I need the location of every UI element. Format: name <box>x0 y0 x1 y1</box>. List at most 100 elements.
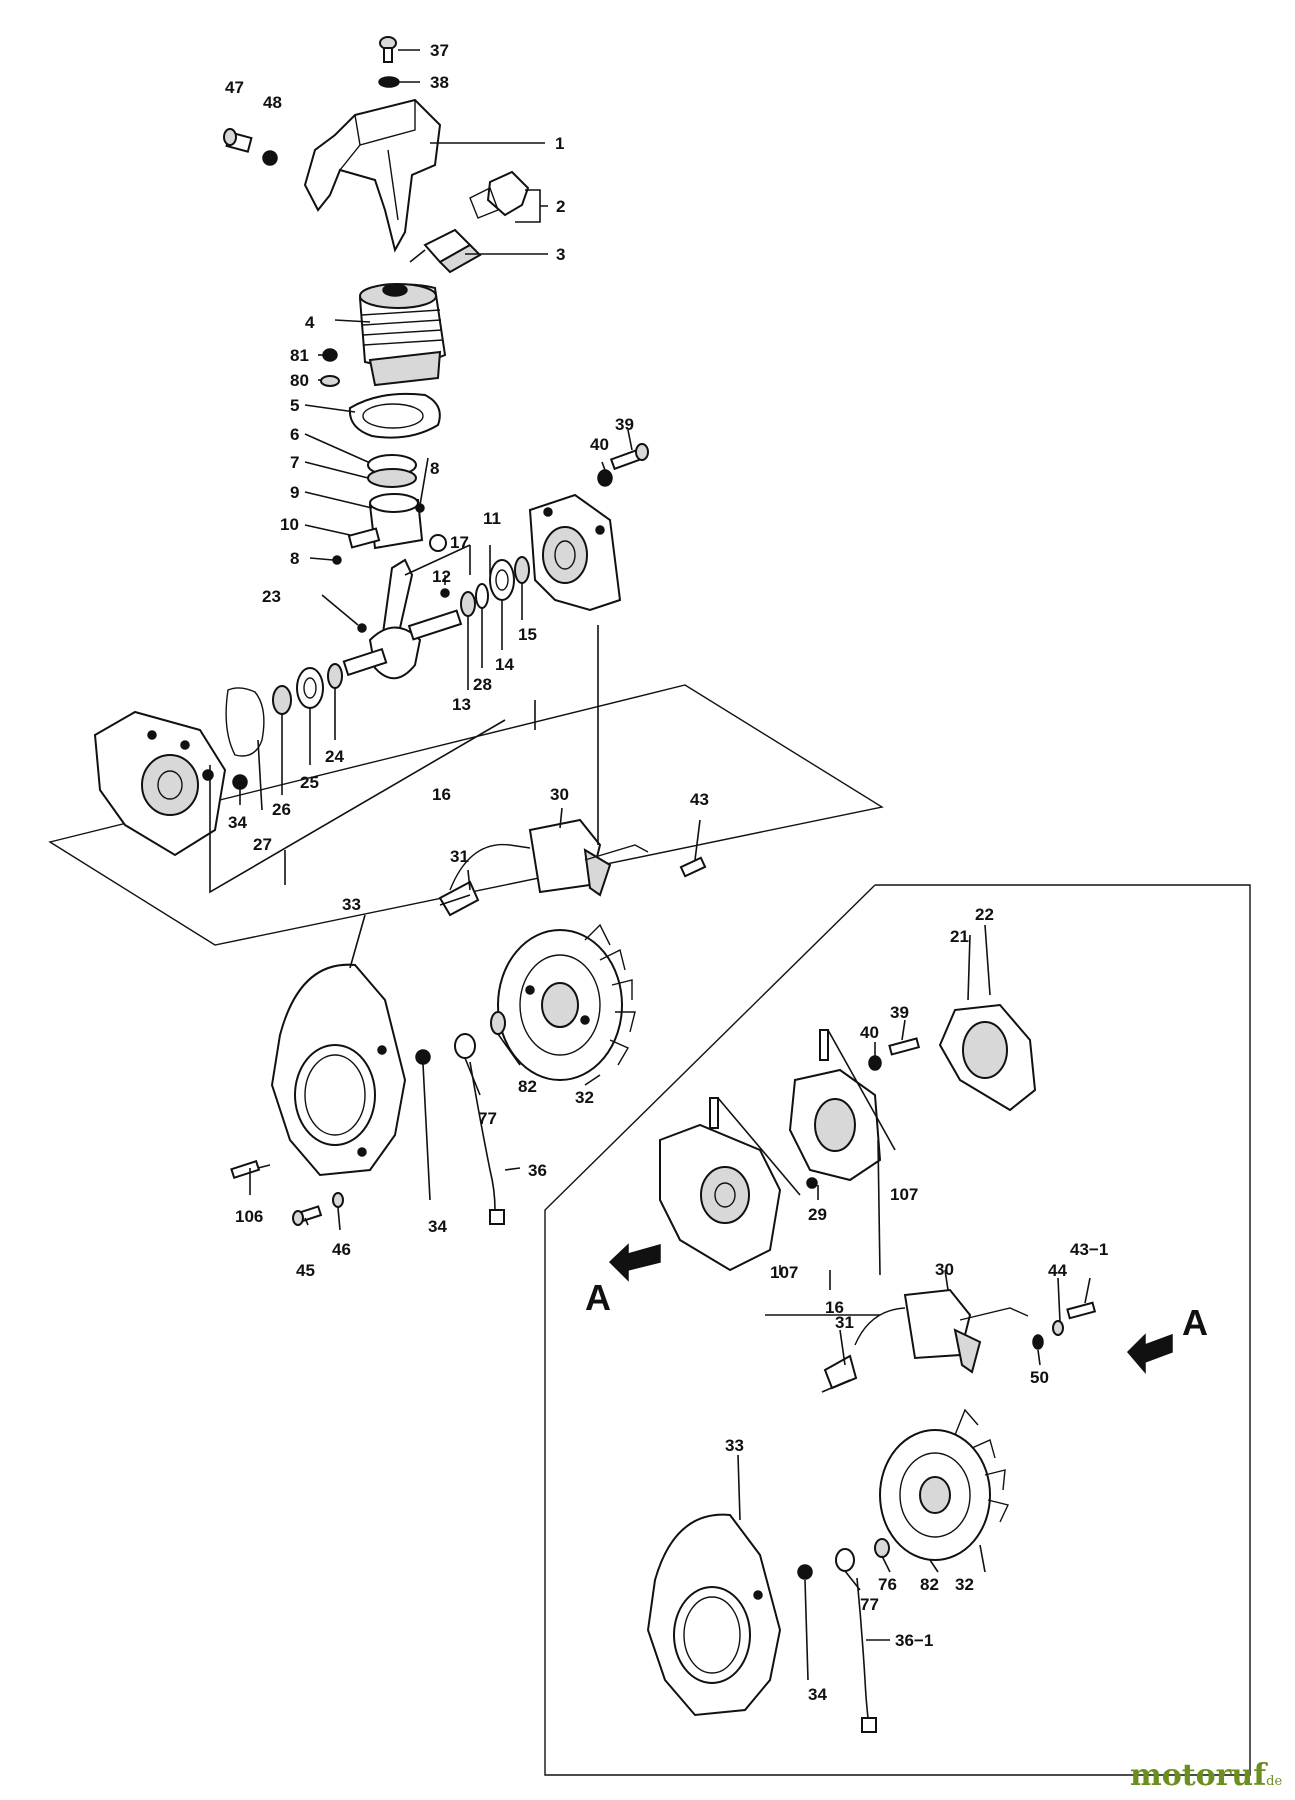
gasket-5 <box>348 392 441 439</box>
label-22: 22 <box>975 905 994 924</box>
label-32-upper: 32 <box>575 1088 594 1107</box>
flywheel-32-variant <box>879 1408 1009 1561</box>
leader-lines <box>209 49 1091 1681</box>
label-76: 76 <box>878 1575 897 1594</box>
label-27: 27 <box>253 835 272 854</box>
bearing-14 <box>489 559 515 601</box>
label-80: 80 <box>290 371 309 390</box>
label-107-right: 107 <box>890 1185 918 1204</box>
label-39-right: 39 <box>890 1003 909 1022</box>
washer-80 <box>320 375 340 387</box>
seal-24 <box>327 663 343 689</box>
label-33-variant: 33 <box>725 1436 744 1455</box>
label-23: 23 <box>262 587 281 606</box>
label-36-1: 36−1 <box>895 1631 933 1650</box>
crankcase-left-half <box>93 710 227 857</box>
fan-housing-33-variant <box>646 1513 782 1717</box>
label-5: 5 <box>290 396 299 415</box>
label-81: 81 <box>290 346 309 365</box>
label-82-upper: 82 <box>518 1077 537 1096</box>
view-arrow-left <box>608 1243 661 1282</box>
label-11: 11 <box>483 509 501 528</box>
stud-106 <box>230 1159 261 1180</box>
label-8-top: 8 <box>430 459 439 478</box>
flywheel-32-upper <box>497 923 636 1081</box>
washer-77-upper <box>454 1033 476 1059</box>
label-10: 10 <box>280 515 299 534</box>
label-32-variant: 32 <box>955 1575 974 1594</box>
label-44: 44 <box>1048 1261 1067 1280</box>
nut-81 <box>322 348 338 362</box>
view-marker-left: A <box>585 1277 611 1318</box>
bolt-43-1 <box>1066 1301 1097 1320</box>
label-29: 29 <box>808 1205 827 1224</box>
nut-34-top <box>232 774 248 790</box>
watermark-brand: motoruf <box>1130 1758 1268 1793</box>
bolt-39-top <box>609 443 649 471</box>
label-30-variant: 30 <box>935 1260 954 1279</box>
view-arrow-right <box>1126 1333 1173 1375</box>
switch-31-variant <box>821 1354 858 1393</box>
label-1: 1 <box>555 134 564 153</box>
ground-wire-36-terminal <box>489 1209 505 1225</box>
washer-44 <box>1052 1320 1064 1336</box>
spark-plug-3 <box>409 228 482 274</box>
label-31-upper: 31 <box>450 847 469 866</box>
label-45: 45 <box>296 1261 315 1280</box>
gasket-27 <box>225 687 265 757</box>
seal-13 <box>460 591 476 617</box>
label-30-upper: 30 <box>550 785 569 804</box>
crankcase-left-variant <box>659 1097 782 1272</box>
ground-wire-36 <box>469 1061 496 1211</box>
part-labels: 37 38 47 48 1 2 3 4 81 80 5 6 7 8 9 10 8… <box>225 41 1208 1704</box>
clip-8 <box>332 555 342 565</box>
piston-pin-10 <box>347 527 381 549</box>
engine-assembly-frame <box>48 684 884 946</box>
label-46: 46 <box>332 1240 351 1259</box>
label-15: 15 <box>518 625 537 644</box>
label-77-variant: 77 <box>860 1595 879 1614</box>
ring-28 <box>475 583 489 609</box>
label-25: 25 <box>300 773 319 792</box>
crankcase-right-half <box>528 493 622 612</box>
label-26: 26 <box>272 800 291 819</box>
label-34-mid: 34 <box>428 1217 447 1236</box>
seal-26 <box>272 685 292 715</box>
label-36: 36 <box>528 1161 547 1180</box>
label-82-variant: 82 <box>920 1575 939 1594</box>
nut-77-variant <box>835 1548 855 1572</box>
cylinder-cover-1 <box>303 98 442 253</box>
piston-ring-7 <box>367 468 417 488</box>
bearing-14-inner <box>495 569 509 591</box>
ignition-coil-30-variant <box>854 1288 1029 1374</box>
label-12: 12 <box>432 567 451 586</box>
label-48: 48 <box>263 93 282 112</box>
nut-34-variant <box>797 1564 813 1580</box>
key-23 <box>357 623 367 633</box>
label-14: 14 <box>495 655 514 674</box>
label-21: 21 <box>950 927 969 946</box>
nut-82-upper <box>490 1011 506 1035</box>
ground-wire-36-1-terminal <box>861 1717 877 1733</box>
washer-40-right <box>868 1055 882 1071</box>
label-2: 2 <box>556 197 565 216</box>
label-107-left: 107 <box>770 1263 798 1282</box>
label-33-upper: 33 <box>342 895 361 914</box>
label-40-top: 40 <box>590 435 609 454</box>
pin-29 <box>806 1177 818 1189</box>
label-37: 37 <box>430 41 449 60</box>
label-13: 13 <box>452 695 471 714</box>
label-47: 47 <box>225 78 244 97</box>
label-9: 9 <box>290 483 299 502</box>
label-43: 43 <box>690 790 709 809</box>
label-38: 38 <box>430 73 449 92</box>
cylinder-4 <box>358 283 447 387</box>
plug-cap-2 <box>469 170 530 219</box>
view-marker-right: A <box>1182 1302 1208 1343</box>
label-3: 3 <box>556 245 565 264</box>
washer-40-top <box>597 469 613 487</box>
ground-wire-36-1 <box>856 1577 869 1719</box>
ignition-coil-30-upper <box>449 818 649 897</box>
label-34-top: 34 <box>228 813 247 832</box>
